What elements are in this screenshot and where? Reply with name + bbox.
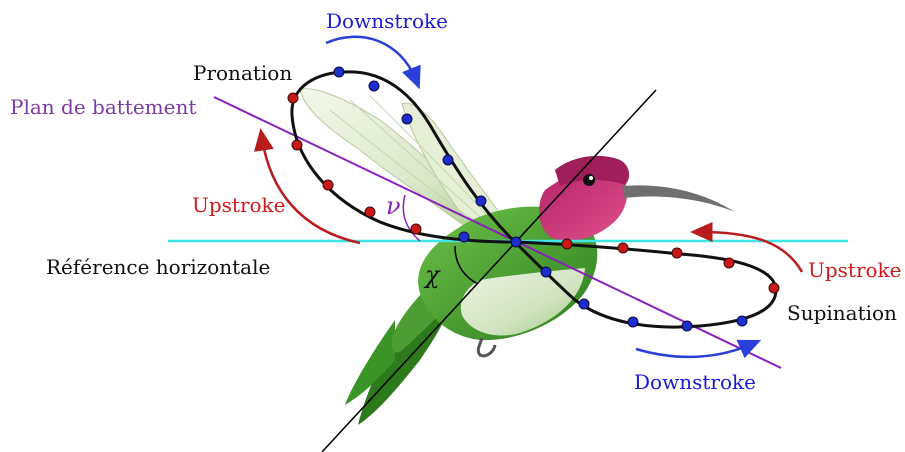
- dot-blue: [541, 267, 551, 277]
- dot-blue: [402, 114, 412, 124]
- dot-red: [724, 258, 734, 268]
- downstroke-top-label: Downstroke: [326, 9, 448, 33]
- dot-red: [562, 239, 572, 249]
- beak: [622, 185, 735, 212]
- dot-blue: [511, 237, 521, 247]
- feet: [478, 338, 495, 356]
- dot-blue: [443, 155, 453, 165]
- dot-blue: [628, 317, 638, 327]
- dot-blue: [459, 232, 469, 242]
- upstroke-left-arrow: [262, 138, 360, 243]
- dot-red: [292, 140, 302, 150]
- dot-red: [288, 93, 298, 103]
- dot-red: [618, 243, 628, 253]
- plan-de-battement-label: Plan de battement: [10, 95, 196, 119]
- chi-angle-label: χ: [423, 261, 441, 289]
- dot-red: [365, 207, 375, 217]
- dot-blue: [682, 321, 692, 331]
- upstroke-right-label: Upstroke: [808, 258, 902, 282]
- dot-blue: [737, 316, 747, 326]
- dot-blue: [476, 196, 486, 206]
- dot-red: [323, 180, 333, 190]
- nu-angle-label: ν: [386, 192, 401, 220]
- dot-red: [769, 283, 779, 293]
- dot-red: [411, 224, 421, 234]
- dot-red: [672, 248, 682, 258]
- reference-horizontale-label: Référence horizontale: [46, 255, 270, 279]
- dot-blue: [369, 81, 379, 91]
- downstroke-bottom-label: Downstroke: [634, 370, 756, 394]
- dot-blue: [579, 299, 589, 309]
- dot-blue: [334, 67, 344, 77]
- bird-eye: [583, 174, 595, 186]
- supination-label: Supination: [787, 301, 897, 325]
- pronation-label: Pronation: [193, 61, 292, 85]
- upstroke-left-label: Upstroke: [192, 193, 286, 217]
